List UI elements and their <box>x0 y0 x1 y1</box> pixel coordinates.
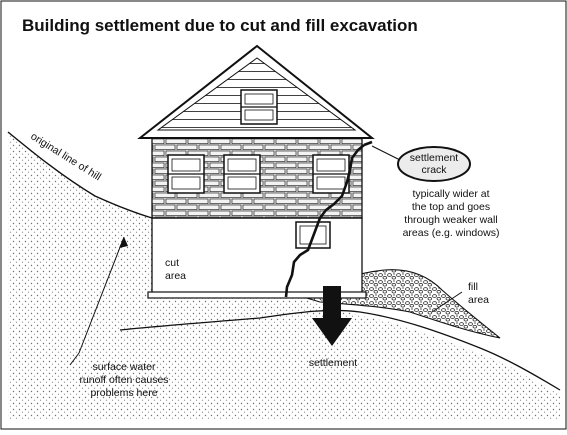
fill-area-label-2: area <box>468 294 489 306</box>
fill-area-leader <box>431 291 463 313</box>
diagram-title: Building settlement due to cut and fill … <box>22 16 418 35</box>
crack-note-line-4: areas (e.g. windows) <box>403 227 500 239</box>
hill-surface-line <box>7 131 153 219</box>
attic-window <box>240 89 278 125</box>
excavated-ground-line <box>119 309 561 391</box>
window-center <box>223 154 261 194</box>
runoff-note-line-3: problems here <box>90 387 157 399</box>
settlement-crack-callout <box>371 145 471 182</box>
crack-note-line-1: typically wider at <box>412 188 489 200</box>
settlement-label: settlement <box>309 357 358 369</box>
settlement-crack-label-1: settlement <box>410 152 459 164</box>
runoff-leader <box>69 236 128 366</box>
footing <box>147 291 367 299</box>
settlement-crack-label-2: crack <box>421 164 447 176</box>
crack-note-line-3: through weaker wall <box>404 214 497 226</box>
cut-area-label-2: area <box>165 270 186 282</box>
settlement-arrow <box>312 286 352 346</box>
window-left <box>167 154 205 194</box>
runoff-note-line-1: surface water <box>92 361 156 373</box>
hill-ground <box>8 132 560 420</box>
settlement-crack <box>284 144 365 298</box>
window-right <box>312 154 350 194</box>
fill-area-label-1: fill <box>468 281 478 293</box>
crack-note-line-2: the top and goes <box>412 201 490 213</box>
cut-area-label-1: cut <box>165 257 179 269</box>
runoff-note-line-2: runoff often causes <box>79 374 168 386</box>
